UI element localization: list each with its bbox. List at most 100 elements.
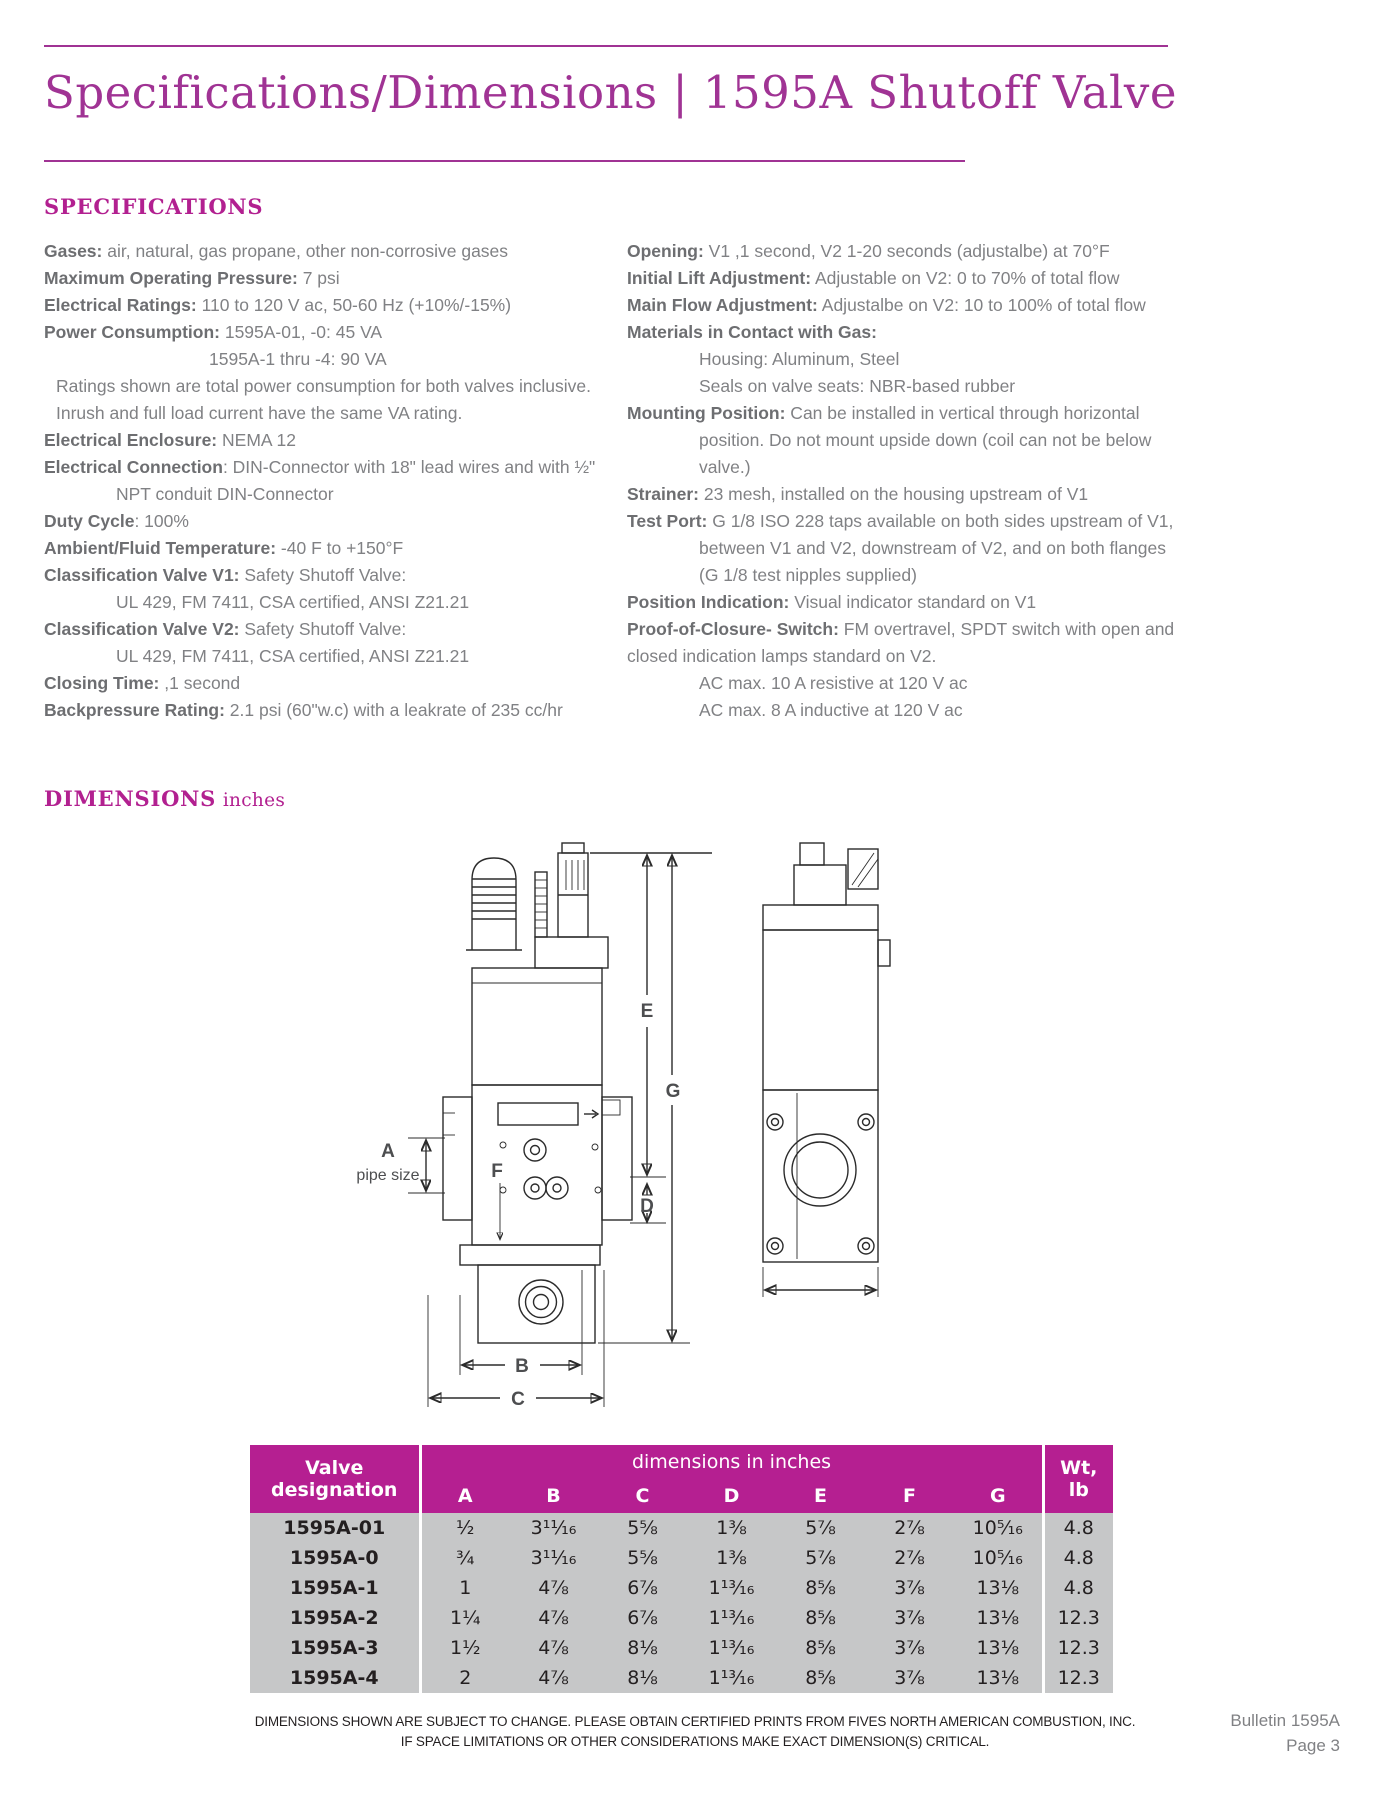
weight-cell: 12.3: [1041, 1633, 1113, 1663]
dim-label-a: A: [381, 1141, 395, 1162]
spec-column-left: Gases: air, natural, gas propane, other …: [44, 238, 619, 724]
spec-line: AC max. 8 A inductive at 120 V ac: [699, 700, 963, 720]
dim-cell: 8⅝: [776, 1663, 865, 1693]
spec-line: Classification Valve V1: Safety Shutoff …: [44, 565, 407, 585]
table-row: 1595A-1 1 4⅞ 6⅞ 1¹³⁄₁₆ 8⅝ 3⅞ 13⅛ 4.8: [250, 1573, 1113, 1603]
dim-cell: 13⅛: [954, 1603, 1043, 1633]
table-row: 1595A-3 1½ 4⅞ 8⅛ 1¹³⁄₁₆ 8⅝ 3⅞ 13⅛ 12.3: [250, 1633, 1113, 1663]
spec-line: Opening: V1 ,1 second, V2 1-20 seconds (…: [627, 241, 1110, 261]
table-row: 1595A-01 ½ 3¹¹⁄₁₆ 5⅝ 1⅜ 5⅞ 2⅞ 10⁵⁄₁₆ 4.8: [250, 1513, 1113, 1543]
dim-cell: 13⅛: [954, 1633, 1043, 1663]
table-row: 1595A-2 1¼ 4⅞ 6⅞ 1¹³⁄₁₆ 8⅝ 3⅞ 13⅛ 12.3: [250, 1603, 1113, 1633]
dim-cell: 3¹¹⁄₁₆: [509, 1543, 598, 1573]
spec-line: Electrical Ratings: 110 to 120 V ac, 50-…: [44, 295, 512, 315]
col-header-d: D: [687, 1479, 776, 1513]
bulletin-number: Bulletin 1595A: [1230, 1711, 1340, 1730]
dim-cell: 10⁵⁄₁₆: [954, 1543, 1043, 1573]
spec-line: position. Do not mount upside down (coil…: [699, 430, 1152, 450]
spec-line: UL 429, FM 7411, CSA certified, ANSI Z21…: [116, 646, 470, 666]
spec-line: closed indication lamps standard on V2.: [627, 646, 937, 666]
spec-line: Housing: Aluminum, Steel: [699, 349, 900, 369]
spec-line: Electrical Enclosure: NEMA 12: [44, 430, 296, 450]
dim-label-g: G: [666, 1081, 681, 1102]
title-top-rule: [44, 45, 1168, 47]
col-header-c: C: [598, 1479, 687, 1513]
dim-cell: 13⅛: [954, 1573, 1043, 1603]
valve-designation-cell: 1595A-01: [250, 1513, 420, 1543]
table-header-row-2: A B C D E F G: [250, 1479, 1113, 1513]
col-header-a: A: [418, 1479, 509, 1513]
spec-line: Gases: air, natural, gas propane, other …: [44, 241, 509, 261]
dimensions-heading-word: DIMENSIONS: [44, 786, 217, 811]
dim-cell: ½: [418, 1513, 509, 1543]
spec-line: Power Consumption: 1595A-01, -0: 45 VA: [44, 322, 383, 342]
dimensions-heading-units: inches: [222, 790, 286, 811]
col-header-f: F: [865, 1479, 954, 1513]
dimensions-heading: DIMENSIONS inches: [44, 786, 285, 811]
spec-line: Mounting Position: Can be installed in v…: [627, 403, 1140, 423]
dim-cell: 1¹³⁄₁₆: [687, 1603, 776, 1633]
col-header-weight: Wt,lb: [1041, 1445, 1113, 1513]
valve-dimension-diagram: A pipe size F E G D B C: [356, 842, 891, 1410]
bulletin-info: Bulletin 1595A Page 3: [1190, 1708, 1340, 1758]
valve-designation-cell: 1595A-0: [250, 1543, 420, 1573]
dim-cell: 3⅞: [865, 1663, 954, 1693]
dim-cell: 4⅞: [509, 1603, 598, 1633]
dim-cell: 4⅞: [509, 1663, 598, 1693]
weight-cell: 4.8: [1041, 1543, 1113, 1573]
valve-designation-cell: 1595A-1: [250, 1573, 420, 1603]
spec-line: Position Indication: Visual indicator st…: [627, 592, 1037, 612]
spec-line: Electrical Connection: DIN-Connector wit…: [44, 457, 596, 477]
table-row: 1595A-4 2 4⅞ 8⅛ 1¹³⁄₁₆ 8⅝ 3⅞ 13⅛ 12.3: [250, 1663, 1113, 1693]
spec-line: Test Port: G 1/8 ISO 228 taps available …: [627, 511, 1174, 531]
title-bottom-rule: [44, 160, 965, 162]
dim-cell: 2: [418, 1663, 509, 1693]
page-number: Page 3: [1286, 1736, 1340, 1755]
spec-line: Seals on valve seats: NBR-based rubber: [699, 376, 1016, 396]
dim-cell: 13⅛: [954, 1663, 1043, 1693]
weight-cell: 12.3: [1041, 1663, 1113, 1693]
spec-line: NPT conduit DIN-Connector: [116, 484, 334, 504]
dim-cell: 8⅝: [776, 1633, 865, 1663]
page-title: Specifications/Dimensions | 1595A Shutof…: [44, 66, 1177, 119]
spec-line: AC max. 10 A resistive at 120 V ac: [699, 673, 968, 693]
col-header-b: B: [509, 1479, 598, 1513]
dim-cell: 6⅞: [598, 1603, 687, 1633]
dim-cell: 1½: [418, 1633, 509, 1663]
spec-line: Maximum Operating Pressure: 7 psi: [44, 268, 340, 288]
dimension-lines: [408, 852, 712, 1407]
dim-label-f: F: [491, 1161, 503, 1182]
dim-cell: 3¹¹⁄₁₆: [509, 1513, 598, 1543]
spec-line: between V1 and V2, downstream of V2, and…: [699, 538, 1166, 558]
dim-cell: 8⅛: [598, 1633, 687, 1663]
weight-cell: 4.8: [1041, 1573, 1113, 1603]
valve-front-view-drawing: [442, 842, 633, 1344]
dim-cell: 8⅛: [598, 1663, 687, 1693]
dim-cell: 3⅞: [865, 1603, 954, 1633]
col-header-e: E: [776, 1479, 865, 1513]
spec-line: Materials in Contact with Gas:: [627, 322, 877, 342]
spec-line: Backpressure Rating: 2.1 psi (60"w.c) wi…: [44, 700, 563, 720]
valve-side-view-drawing: [762, 842, 891, 1297]
dim-label-e: E: [641, 1001, 654, 1022]
dim-cell: 5⅞: [776, 1543, 865, 1573]
dim-cell: 2⅞: [865, 1513, 954, 1543]
valve-designation-cell: 1595A-2: [250, 1603, 420, 1633]
dim-cell: 5⅝: [598, 1513, 687, 1543]
spec-line: Strainer: 23 mesh, installed on the hous…: [627, 484, 1089, 504]
dim-cell: 1¹³⁄₁₆: [687, 1573, 776, 1603]
spec-line: Proof-of-Closure- Switch: FM overtravel,…: [627, 619, 1175, 639]
weight-cell: 12.3: [1041, 1603, 1113, 1633]
spec-line: Inrush and full load current have the sa…: [56, 403, 463, 423]
spec-line: UL 429, FM 7411, CSA certified, ANSI Z21…: [116, 592, 470, 612]
spec-line: valve.): [699, 457, 751, 477]
disclaimer-line: DIMENSIONS SHOWN ARE SUBJECT TO CHANGE. …: [254, 1714, 1136, 1729]
dim-label-c: C: [511, 1389, 525, 1410]
dim-label-pipe-size: pipe size: [356, 1167, 419, 1184]
spec-line: Ratings shown are total power consumptio…: [56, 376, 591, 396]
dim-cell: 3⅞: [865, 1573, 954, 1603]
dim-cell: 1: [418, 1573, 509, 1603]
